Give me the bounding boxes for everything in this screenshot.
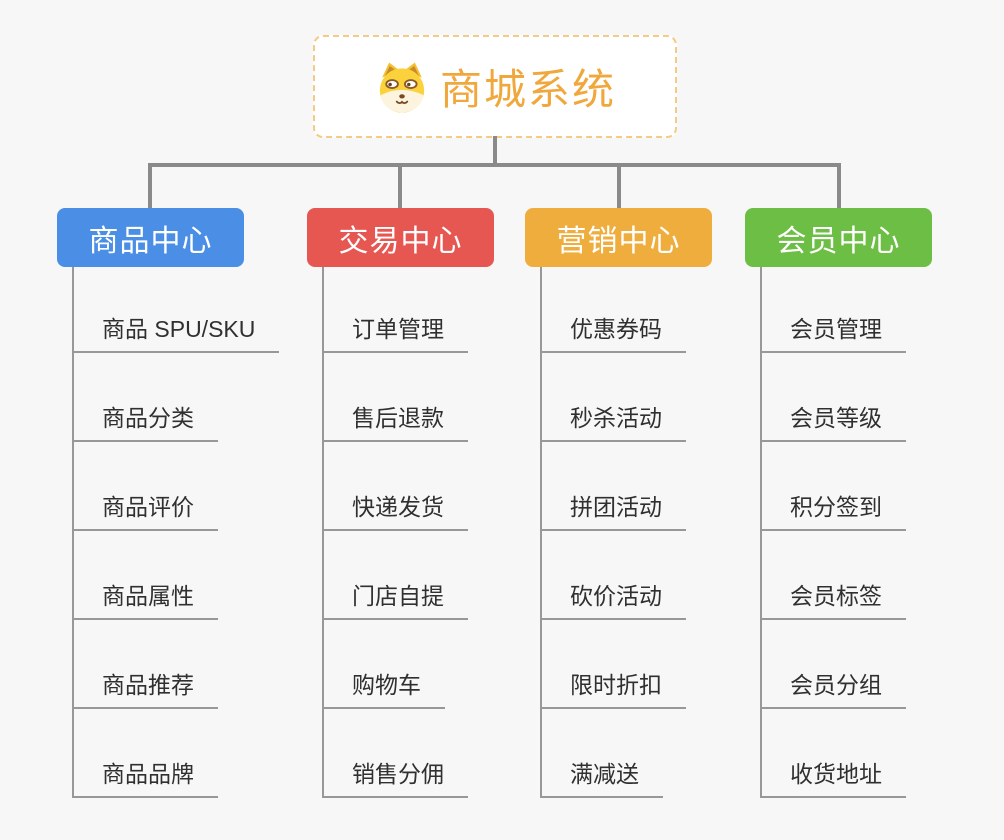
branch-node-marketing-center[interactable]: 营销中心 [525, 208, 712, 267]
node-points-checkin[interactable]: 积分签到 [762, 494, 906, 531]
node-product-spu-sku[interactable]: 商品 SPU/SKU [74, 316, 280, 353]
node-shopping-cart[interactable]: 购物车 [324, 672, 445, 709]
list-item: 商品属性 [74, 531, 279, 620]
node-product-attribute[interactable]: 商品属性 [74, 583, 218, 620]
node-product-brand[interactable]: 商品品牌 [74, 761, 218, 798]
node-store-pickup[interactable]: 门店自提 [324, 583, 468, 620]
list-item: 会员管理 [762, 267, 906, 353]
branch-member-center: 会员中心 会员管理 会员等级 积分签到 会员标签 会员分组 收货地址 [745, 208, 985, 798]
node-product-category[interactable]: 商品分类 [74, 405, 218, 442]
node-order-management[interactable]: 订单管理 [324, 316, 468, 353]
list-item: 会员标签 [762, 531, 906, 620]
node-group-buy[interactable]: 拼团活动 [542, 494, 686, 531]
list-item: 商品 SPU/SKU [74, 267, 280, 353]
list-item: 秒杀活动 [542, 353, 686, 442]
connector-drop-marketing [617, 163, 621, 208]
connector-drop-members [837, 163, 841, 208]
connector-root-stub [493, 136, 497, 166]
list-item: 会员等级 [762, 353, 906, 442]
shiba-dog-icon [379, 62, 425, 113]
branch-node-product-center[interactable]: 商品中心 [57, 208, 244, 267]
node-coupon-code[interactable]: 优惠券码 [542, 316, 686, 353]
branch-node-trade-center[interactable]: 交易中心 [307, 208, 494, 267]
node-shipping-address[interactable]: 收货地址 [762, 761, 906, 798]
node-member-management[interactable]: 会员管理 [762, 316, 906, 353]
list-item: 售后退款 [324, 353, 468, 442]
node-member-level[interactable]: 会员等级 [762, 405, 906, 442]
node-flash-sale[interactable]: 秒杀活动 [542, 405, 686, 442]
root-node-mall-system[interactable]: 商城系统 [313, 35, 677, 138]
list-item: 收货地址 [762, 709, 906, 798]
list-item: 快递发货 [324, 442, 468, 531]
node-limited-time-discount[interactable]: 限时折扣 [542, 672, 686, 709]
node-product-review[interactable]: 商品评价 [74, 494, 218, 531]
branch-children-trade: 订单管理 售后退款 快递发货 门店自提 购物车 销售分佣 [322, 267, 468, 798]
node-bargain-activity[interactable]: 砍价活动 [542, 583, 686, 620]
node-product-recommend[interactable]: 商品推荐 [74, 672, 218, 709]
list-item: 订单管理 [324, 267, 468, 353]
list-item: 商品推荐 [74, 620, 279, 709]
list-item: 门店自提 [324, 531, 468, 620]
list-item: 砍价活动 [542, 531, 686, 620]
list-item: 限时折扣 [542, 620, 686, 709]
branch-marketing-center: 营销中心 优惠券码 秒杀活动 拼团活动 砍价活动 限时折扣 满减送 [525, 208, 765, 798]
node-spend-and-save[interactable]: 满减送 [542, 761, 663, 798]
connector-drop-products [148, 163, 152, 208]
branch-children-member: 会员管理 会员等级 积分签到 会员标签 会员分组 收货地址 [760, 267, 906, 798]
branch-node-member-center[interactable]: 会员中心 [745, 208, 932, 267]
branch-children-product: 商品 SPU/SKU 商品分类 商品评价 商品属性 商品推荐 商品品牌 [72, 267, 280, 798]
branch-children-marketing: 优惠券码 秒杀活动 拼团活动 砍价活动 限时折扣 满减送 [540, 267, 686, 798]
node-member-groups[interactable]: 会员分组 [762, 672, 906, 709]
list-item: 购物车 [324, 620, 468, 709]
list-item: 优惠券码 [542, 267, 686, 353]
list-item: 销售分佣 [324, 709, 468, 798]
list-item: 商品评价 [74, 442, 279, 531]
list-item: 积分签到 [762, 442, 906, 531]
branch-product-center: 商品中心 商品 SPU/SKU 商品分类 商品评价 商品属性 商品推荐 商品品牌 [57, 208, 297, 798]
node-aftersale-refund[interactable]: 售后退款 [324, 405, 468, 442]
node-sales-commission[interactable]: 销售分佣 [324, 761, 468, 798]
connector-drop-trade [398, 163, 402, 208]
node-express-shipping[interactable]: 快递发货 [324, 494, 468, 531]
list-item: 满减送 [542, 709, 686, 798]
connector-horizontal [148, 163, 840, 167]
list-item: 商品品牌 [74, 709, 279, 798]
node-member-tags[interactable]: 会员标签 [762, 583, 906, 620]
list-item: 会员分组 [762, 620, 906, 709]
list-item: 拼团活动 [542, 442, 686, 531]
list-item: 商品分类 [74, 353, 279, 442]
root-title: 商城系统 [439, 66, 616, 113]
branch-trade-center: 交易中心 订单管理 售后退款 快递发货 门店自提 购物车 销售分佣 [307, 208, 547, 798]
